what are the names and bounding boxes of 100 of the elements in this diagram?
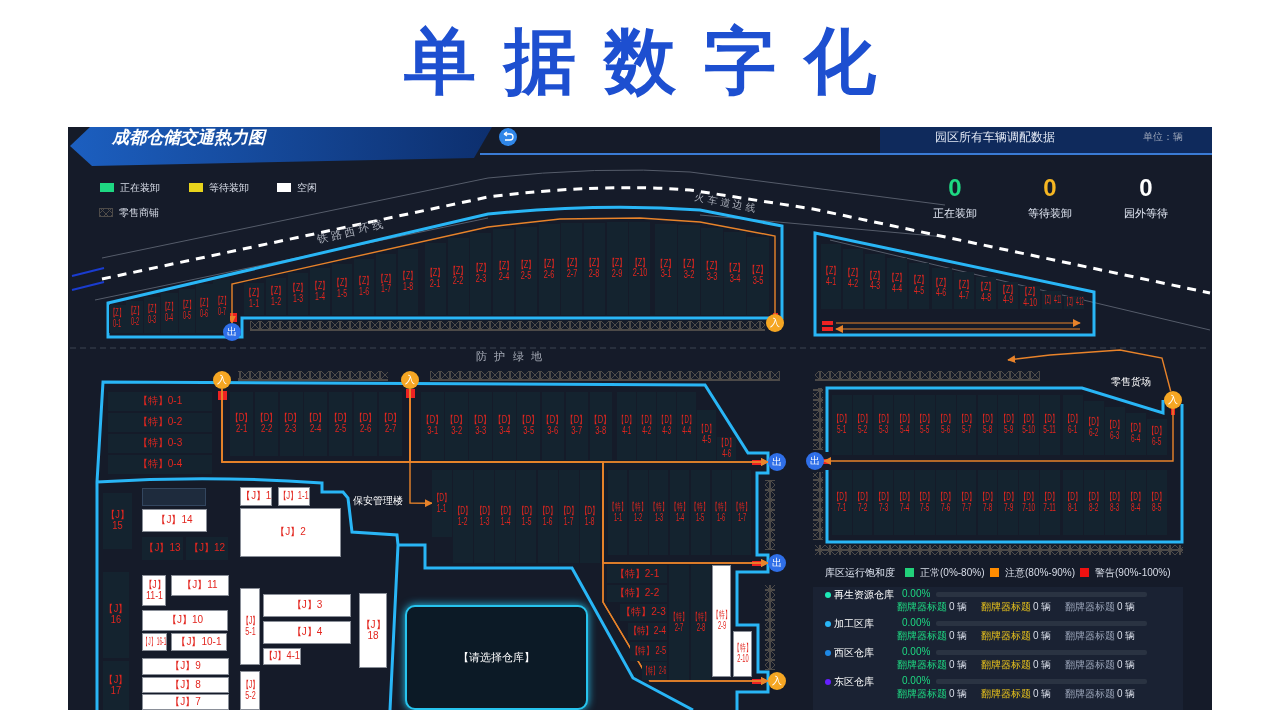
node-label: 【Z】 4-5	[910, 274, 929, 297]
node-label: 【D】 5-6	[936, 413, 955, 435]
loading-bay: 【D】 6-3	[1105, 407, 1125, 455]
warehouse-name: 东区仓库	[834, 675, 874, 689]
loading-bay: 【D】 3-1	[421, 392, 444, 460]
idle-loading-bay: 【J】 5-1	[240, 588, 260, 665]
node-label: 【特】 1-5	[691, 500, 709, 523]
node-label: 【D】 3-1	[421, 414, 443, 436]
idle-loading-bay: 【J】8	[142, 677, 229, 693]
loading-bay: 【D】 7-4	[894, 470, 914, 535]
node-label: 【D】 5-10	[1020, 413, 1038, 435]
metric-title: 翻牌器标题	[981, 629, 1031, 643]
node-label: 【D】 5-8	[978, 413, 997, 435]
loading-bay: 【D】 4-3	[657, 392, 676, 460]
node-label: 【D】 2-7	[379, 412, 401, 434]
section-title: 园区所有车辆调配数据	[935, 128, 1055, 146]
idle-loading-bay: 【J】7	[142, 694, 229, 710]
node-label: 【D】 1-3	[475, 504, 494, 527]
idle-loading-bay: 【J】14	[142, 509, 207, 532]
node-label: 【特】 1-1	[608, 500, 627, 523]
warehouse-name: 加工区库	[834, 617, 874, 631]
node-label: 【D】 7-5	[916, 490, 934, 513]
node-label: 【D】 7-11	[1040, 490, 1059, 513]
node-label: 【D】 1-8	[580, 504, 599, 527]
loading-bay: 【Z】 2-4	[493, 229, 515, 315]
loading-bay: 【Z】 1-6	[354, 258, 374, 315]
idle-loading-bay: 【J】 5-2	[240, 671, 260, 710]
loading-bay: 【D】 5-5	[915, 395, 935, 455]
node-label: 【D】 2-6	[354, 412, 377, 434]
node-label: 【D】 2-1	[230, 412, 253, 434]
node-label: 【特】 1-7	[733, 500, 751, 523]
node-label: 【D】 3-3	[470, 414, 491, 436]
node-label: 【Z】 1-4	[310, 279, 330, 302]
loading-bay: 【Z】 2-6	[538, 224, 560, 315]
idle-loading-bay: 【特】 2-10	[733, 631, 752, 677]
loading-bay: 【特】 1-7	[732, 470, 752, 555]
node-label: 【Z】 1-3	[288, 282, 308, 305]
node-label: 【D】 8-4	[1126, 490, 1145, 513]
node-label: 【D】 6-5	[1147, 425, 1166, 447]
node-label: 【特】 1-2	[629, 500, 647, 523]
node-label: 【Z】 2-5	[516, 259, 536, 281]
node-label: 【D】 4-5	[697, 423, 715, 445]
loading-bay: 【Z】 1-4	[310, 268, 330, 315]
idle-loading-bay: 【J】18	[359, 593, 387, 668]
node-label: 【Z】 2-1	[425, 267, 446, 289]
loading-bay: 【Z】 0-6	[196, 284, 213, 333]
loading-bay: 【特】 2-7	[669, 565, 689, 680]
loading-bay: 【Z】 2-10	[629, 222, 651, 315]
node-label: 【Z】 0-6	[196, 296, 212, 319]
loading-bay: 【D】 2-7	[378, 392, 402, 456]
area-label: 保安管理楼	[353, 494, 403, 508]
loading-bay: 【特】 1-4	[670, 470, 690, 555]
idle-loading-bay: 【J】2	[240, 508, 341, 557]
idle-loading-bay: 【J】1-1	[278, 487, 310, 506]
idle-loading-bay: 【特】 2-9	[712, 565, 731, 677]
loading-bay: 【特】2-2	[607, 585, 667, 602]
node-label: 【D】 8-5	[1147, 490, 1166, 513]
stat-label: 等待装卸	[1028, 205, 1072, 221]
loading-bay: 【特】0-4	[108, 455, 212, 474]
loading-bay: 【D】 8-3	[1105, 470, 1125, 535]
loading-bay: 【D】 4-2	[637, 392, 656, 460]
loading-bay: 【特】 1-1	[608, 470, 627, 555]
loading-bay: 【D】 3-2	[445, 392, 468, 460]
node-label: 【Z】 1-5	[332, 277, 352, 300]
node-label: 【D】 4-2	[637, 414, 655, 436]
node-label: 【D】 8-3	[1105, 490, 1124, 513]
area-label: 零售货场	[1111, 375, 1151, 389]
loading-bay: 【D】 7-3	[873, 470, 894, 535]
metric-value: 0 辆	[1033, 658, 1052, 672]
loading-bay: 【D】 1-5	[516, 470, 537, 563]
node-label: 【D】 7-8	[978, 490, 997, 513]
node-label: 【Z】 4-7	[954, 278, 973, 301]
header-title: 成都仓储交通热力图	[112, 126, 265, 149]
loading-bay: 【D】 5-4	[894, 395, 914, 455]
loading-bay: 【J】16	[103, 572, 129, 658]
idle-loading-bay: 【J】10	[142, 610, 228, 631]
loading-bay: 【特】2-3	[620, 604, 667, 621]
node-label: 【D】 1-5	[517, 504, 536, 527]
node-label: 【Z】 2-10	[630, 256, 650, 279]
loading-bay: 【Z】 4-4	[887, 258, 908, 309]
loading-bay: 【D】 6-4	[1126, 413, 1146, 455]
loading-bay: 【D】 2-3	[279, 392, 303, 456]
metric-value: 0 辆	[1117, 629, 1136, 643]
loading-bay: 【D】 5-1	[832, 395, 852, 455]
loading-bay: 【Z】 4-1	[821, 244, 841, 309]
percentage-value: 0.00%	[902, 587, 931, 599]
node-label: 【Z】 3-2	[678, 258, 699, 281]
storage-block	[142, 488, 206, 506]
node-label: 【特】 1-6	[712, 500, 730, 523]
idle-loading-bay: 【J】3	[263, 594, 351, 617]
percentage-value: 0.00%	[902, 616, 931, 628]
node-label: 【D】 7-1	[832, 490, 851, 513]
idle-loading-bay: 【J】10-1	[171, 633, 227, 651]
loading-bay: 【Z】 4-5	[909, 263, 930, 309]
node-label: 【Z】 3-3	[701, 259, 722, 282]
loading-bay: 【D】 7-11	[1040, 470, 1060, 535]
loading-bay: 【D】 1-6	[537, 470, 558, 563]
legend-label: 等待装卸	[209, 180, 249, 195]
loading-bay: 【Z】 4-7	[953, 272, 974, 309]
node-label: 【Z】 0-3	[144, 303, 160, 325]
